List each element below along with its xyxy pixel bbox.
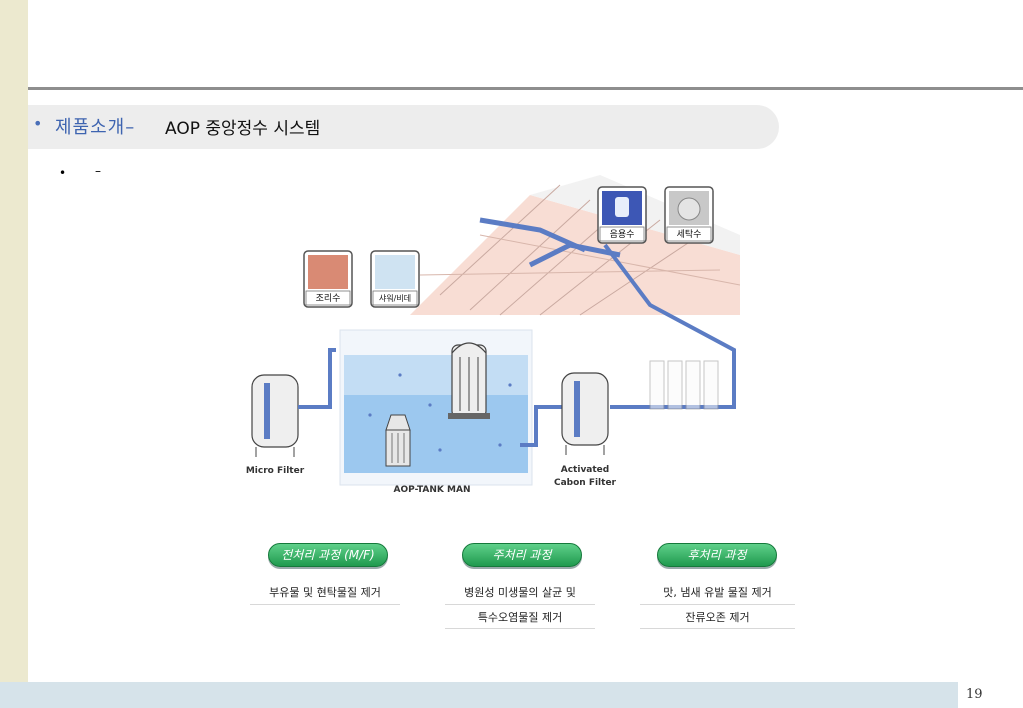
posttreatment-desc-1: 맛, 냄새 유발 물질 제거: [663, 586, 772, 599]
pretreatment-desc: 부유물 및 현탁물질 제거: [269, 586, 381, 599]
shower-bidet-icon: 샤워/비데: [370, 250, 420, 308]
header-divider: [28, 87, 1023, 90]
footer-band: [0, 682, 958, 708]
title-bullet: •: [33, 114, 43, 133]
usage-label-drinking: 음용수: [610, 229, 635, 240]
title-banner: [28, 105, 779, 149]
left-sidebar-band: [0, 0, 28, 708]
posttreatment-button[interactable]: 후처리 과정: [657, 543, 777, 567]
pretreatment-rule: [250, 604, 400, 605]
storage-units: [649, 360, 719, 410]
title-prefix: 제품소개–: [55, 117, 136, 138]
main-treatment-button[interactable]: 주처리 과정: [462, 543, 582, 567]
drinking-water-icon: 음용수: [597, 186, 647, 244]
laundry-water-icon: 세탁수: [664, 186, 714, 244]
main-treatment-rule-1: [445, 604, 595, 605]
usage-label-shower: 샤워/비데: [379, 293, 411, 303]
activated-label-line1: Activated: [561, 465, 609, 475]
activated-label-line2: Cabon Filter: [554, 478, 617, 488]
aop-tank: AOP-TANK MAN: [339, 329, 533, 495]
page-number: 19: [966, 687, 983, 702]
usage-label-laundry: 세탁수: [677, 228, 702, 240]
main-treatment-desc-1: 병원성 미생물의 살균 및: [464, 586, 576, 599]
posttreatment-rule-2: [640, 628, 795, 629]
aop-system-diagram: 조리수 샤워/비데 음용수 세탁수: [246, 175, 740, 495]
posttreatment-rule-1: [640, 604, 795, 605]
slide-title: AOP 중앙정수 시스템: [165, 119, 321, 139]
micro-filter: Micro Filter: [246, 374, 305, 476]
sub-bullet: •: [59, 166, 67, 180]
main-treatment-rule-2: [445, 628, 595, 629]
micro-filter-label: Micro Filter: [246, 466, 305, 476]
cooking-water-icon: 조리수: [303, 250, 353, 308]
diffuser-unit: [385, 414, 411, 467]
usage-label-cooking: 조리수: [316, 293, 341, 304]
main-treatment-desc-2: 특수오염물질 제거: [477, 611, 563, 624]
posttreatment-desc-2: 잔류오존 제거: [685, 611, 750, 624]
tank-label: AOP-TANK MAN: [394, 485, 471, 495]
sub-dash: –: [95, 164, 101, 178]
ozone-generator: [448, 342, 490, 419]
activated-carbon-filter: Activated Cabon Filter: [554, 372, 617, 488]
pretreatment-button[interactable]: 전처리 과정 (M/F): [268, 543, 388, 567]
